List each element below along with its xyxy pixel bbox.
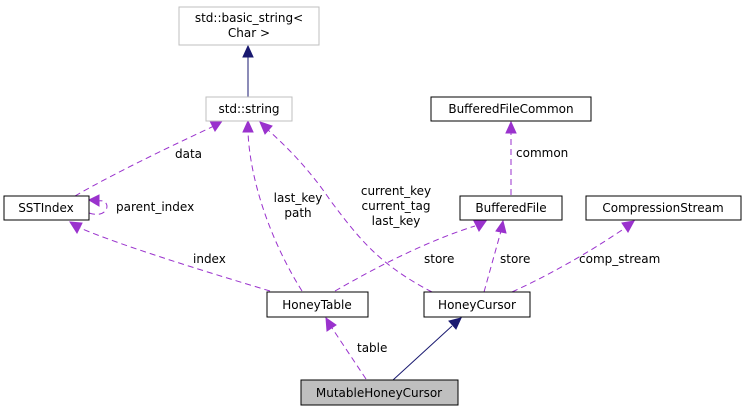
node-honey-cursor[interactable]: HoneyCursor — [423, 291, 531, 318]
node-honey-table-label: HoneyTable — [282, 298, 352, 312]
node-buffered-file-label: BufferedFile — [475, 201, 546, 215]
edge-comp-stream — [511, 220, 635, 293]
node-basic-string-label-line1: std::basic_string< — [195, 11, 303, 25]
edge-store-cursor — [483, 219, 507, 293]
edge-label-table: table — [357, 341, 387, 355]
node-buffered-file-common[interactable]: BufferedFileCommon — [430, 96, 592, 122]
edge-label-index: index — [193, 252, 226, 266]
node-mutable-honey-cursor[interactable]: MutableHoneyCursor — [300, 379, 459, 406]
edge-label-last-key-2: last_key — [372, 214, 421, 228]
node-std-string-label: std::string — [218, 102, 279, 116]
node-sst-index[interactable]: SSTIndex — [3, 195, 90, 221]
edge-parent-index — [87, 194, 108, 215]
edge-label-last-key: last_key — [274, 191, 323, 205]
edge-current-keys — [259, 121, 433, 293]
edge-label-parent-index: parent_index — [116, 200, 194, 214]
node-buffered-file[interactable]: BufferedFile — [459, 195, 563, 221]
node-compression-stream[interactable]: CompressionStream — [585, 195, 742, 221]
node-std-string[interactable]: std::string — [205, 96, 293, 122]
edge-label-store-table: store — [424, 252, 454, 266]
node-basic-string[interactable]: std::basic_string< Char > — [178, 6, 320, 46]
node-honey-table[interactable]: HoneyTable — [266, 291, 369, 318]
edge-label-common: common — [516, 146, 568, 160]
edge-store-table — [334, 220, 487, 292]
node-honey-cursor-label: HoneyCursor — [438, 298, 516, 312]
edge-label-data: data — [175, 147, 202, 161]
node-mutable-honey-cursor-label: MutableHoneyCursor — [316, 386, 442, 400]
edge-table — [325, 316, 367, 380]
edge-string-inherits-basic-string — [242, 44, 254, 97]
node-buffered-file-common-label: BufferedFileCommon — [448, 102, 573, 116]
edge-label-comp-stream: comp_stream — [579, 252, 660, 266]
edge-label-path: path — [284, 206, 311, 220]
node-compression-stream-label: CompressionStream — [602, 201, 723, 215]
edge-index — [69, 221, 271, 292]
edge-label-store-cursor: store — [500, 252, 530, 266]
node-sst-index-label: SSTIndex — [18, 201, 74, 215]
edge-inherits-honey-cursor — [392, 317, 462, 381]
edge-label-current-tag: current_tag — [362, 199, 431, 213]
edge-last-key-path — [242, 119, 303, 292]
edge-label-current-key: current_key — [361, 184, 431, 198]
node-basic-string-label-line2: Char > — [228, 26, 270, 40]
edge-common — [505, 120, 517, 195]
